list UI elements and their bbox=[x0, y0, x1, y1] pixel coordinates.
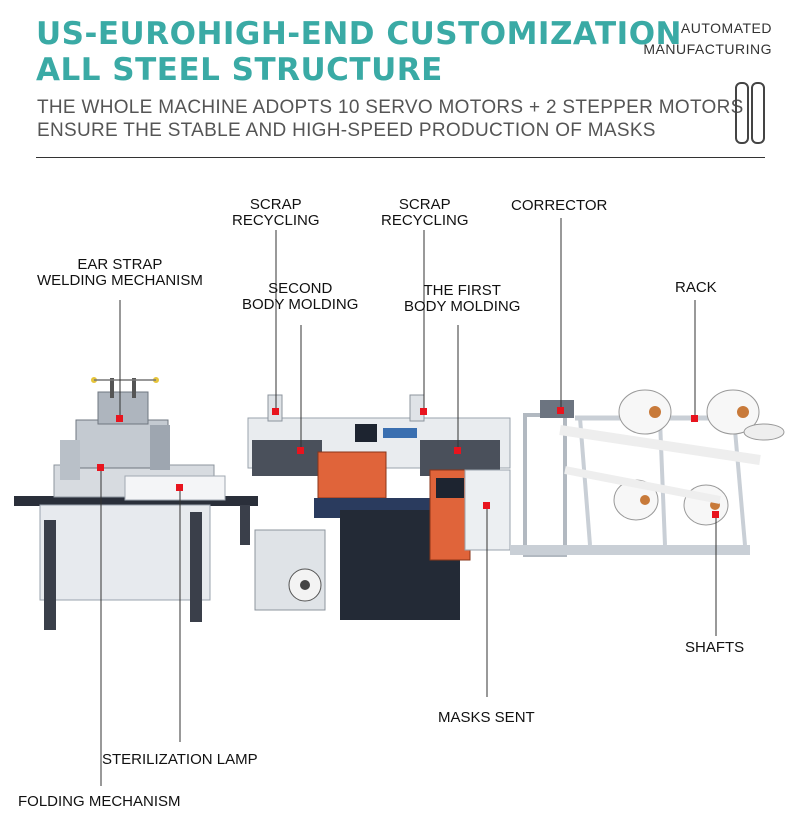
marker-sterilization bbox=[176, 484, 183, 491]
label-scrap-recycling-1: SCRAP RECYCLING bbox=[232, 196, 320, 229]
label-first-body-molding: THE FIRST BODY MOLDING bbox=[404, 282, 521, 315]
label-shafts: SHAFTS bbox=[685, 639, 745, 656]
label-corrector: CORRECTOR bbox=[511, 197, 608, 214]
label-ear-strap-welding: EAR STRAP WELDING MECHANISM bbox=[37, 256, 203, 289]
header-divider bbox=[36, 157, 765, 158]
label-masks-sent: MASKS SENT bbox=[438, 709, 535, 726]
label-sterilization-lamp: STERILIZATION LAMP bbox=[102, 751, 258, 768]
marker-rack bbox=[691, 415, 698, 422]
marker-masks-sent bbox=[483, 502, 490, 509]
marker-shafts bbox=[712, 511, 719, 518]
label-scrap-recycling-2: SCRAP RECYCLING bbox=[381, 196, 469, 229]
subtitle-line-2: ENSURE THE STABLE AND HIGH-SPEED PRODUCT… bbox=[37, 120, 656, 141]
subtitle-line-1: THE WHOLE MACHINE ADOPTS 10 SERVO MOTORS… bbox=[37, 97, 744, 118]
marker-folding bbox=[97, 464, 104, 471]
label-folding-mechanism: FOLDING MECHANISM bbox=[18, 793, 181, 810]
tag-manufacturing: MANUFACTURING bbox=[643, 41, 772, 57]
label-rack: RACK bbox=[675, 279, 717, 296]
marker-ear-strap bbox=[116, 415, 123, 422]
marker-second-molding bbox=[297, 447, 304, 454]
pill-decoration-2 bbox=[751, 82, 765, 144]
marker-first-molding bbox=[454, 447, 461, 454]
title-line-2: ALL STEEL STRUCTURE bbox=[36, 52, 443, 88]
pill-decoration-1 bbox=[735, 82, 749, 144]
middle-machine bbox=[247, 394, 511, 620]
label-second-body-molding: SECOND BODY MOLDING bbox=[242, 280, 359, 313]
right-rack bbox=[510, 389, 785, 557]
marker-scrap-2 bbox=[420, 408, 427, 415]
title-line-1: US-EUROHIGH-END CUSTOMIZATION bbox=[36, 16, 682, 52]
tag-automated: AUTOMATED bbox=[680, 20, 772, 36]
left-machine bbox=[14, 377, 258, 630]
marker-scrap-1 bbox=[272, 408, 279, 415]
marker-corrector bbox=[557, 407, 564, 414]
